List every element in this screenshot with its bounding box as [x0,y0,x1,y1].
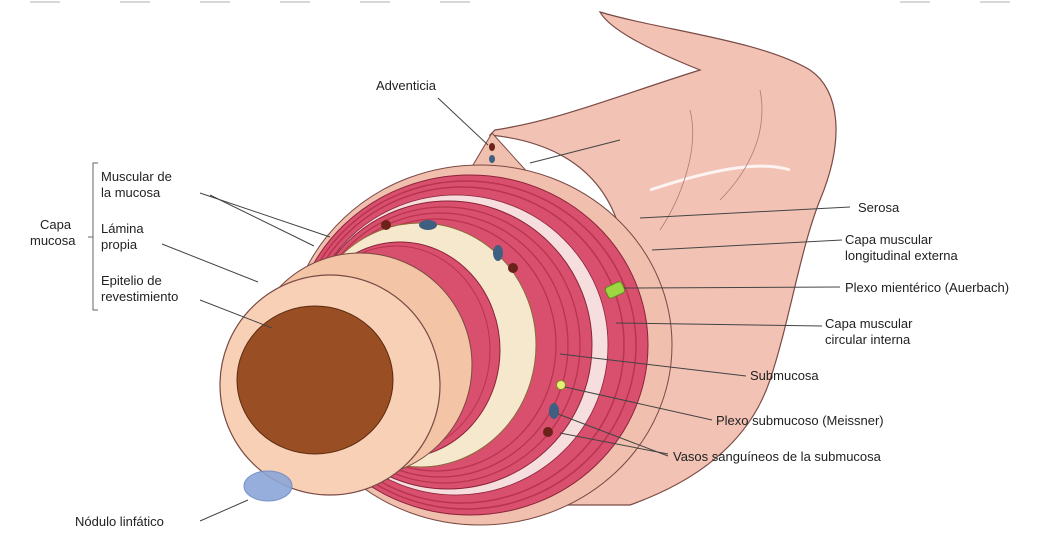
vessel-blue-1 [419,220,437,230]
label-adventicia: Adventicia [376,78,437,93]
vessel-red-1 [381,220,391,230]
label-lamina-propia-line1: Lámina [101,221,144,236]
adventicia-vessel-blue [489,155,495,163]
label-capa-mucosa-line2: mucosa [30,233,76,248]
vessel-blue-2 [493,245,503,261]
label-long-ext-line1: Capa muscular [845,232,933,247]
label-epitelio-line1: Epitelio de [101,273,162,288]
label-auerbach: Plexo mientérico (Auerbach) [845,280,1009,295]
vessel-red-2 [508,263,518,273]
adventicia-vessel-red [489,143,495,151]
mucosa-bracket [88,163,98,310]
lymphatic-nodule [244,471,292,501]
leader-muscular-mucosa-b [210,195,314,246]
leader-nodulo [200,500,248,521]
label-serosa: Serosa [858,200,900,215]
label-lamina-propia-line2: propia [101,237,138,252]
label-nodulo: Nódulo linfático [75,514,164,529]
vessel-red-3 [543,427,553,437]
label-vasos: Vasos sanguíneos de la submucosa [673,449,882,464]
label-capa-mucosa-line1: Capa [40,217,72,232]
label-muscular-mucosa-line1: Muscular de [101,169,172,184]
label-meissner: Plexo submucoso (Meissner) [716,413,884,428]
meissner-plexus-marker [557,381,566,390]
label-muscular-mucosa-line2: la mucosa [101,185,161,200]
label-submucosa: Submucosa [750,368,819,383]
vessel-blue-3 [549,403,559,419]
lumen [237,306,393,454]
leader-lamina-propia [162,244,258,282]
leader-adventicia [438,98,488,145]
label-circ-int-line2: circular interna [825,332,911,347]
label-long-ext-line2: longitudinal externa [845,248,959,263]
label-circ-int-line1: Capa muscular [825,316,913,331]
label-epitelio-line2: revestimiento [101,289,178,304]
